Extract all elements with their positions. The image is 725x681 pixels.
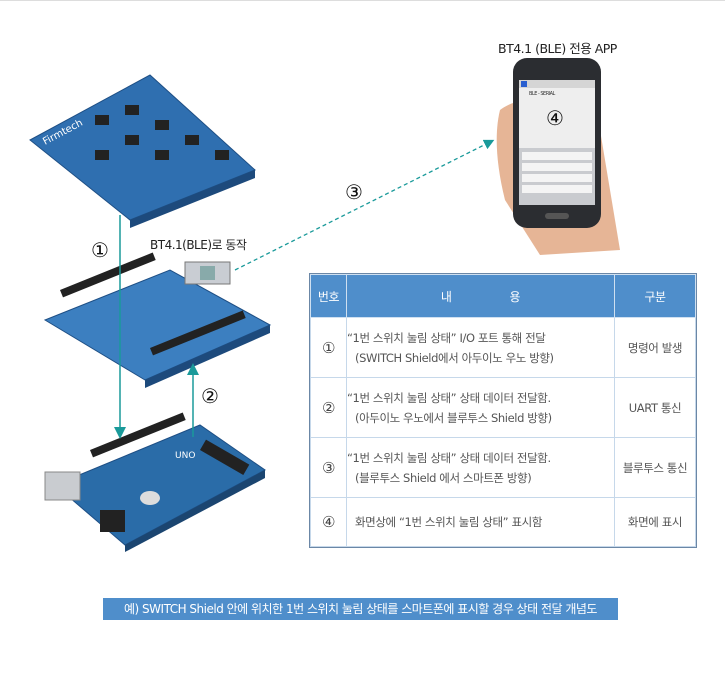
step4-marker: ④ bbox=[546, 106, 564, 130]
row-number: ③ bbox=[310, 437, 347, 498]
row-number: ① bbox=[310, 317, 347, 378]
row-category: 명령어 발생 bbox=[614, 317, 696, 378]
step2-marker: ② bbox=[201, 384, 219, 408]
desc-line2: (블루투스 Shield 에서 스마트폰 방향) bbox=[355, 470, 532, 485]
header-content: 내 용 bbox=[346, 274, 615, 318]
table-row: ③ “1번 스위치 눌림 상태” 상태 데이터 전달함. (블루투스 Shield… bbox=[310, 437, 696, 498]
top-divider bbox=[0, 0, 725, 1]
row-description: “1번 스위치 눌림 상태” I/O 포트 통해 전달 (SWITCH Shiel… bbox=[346, 317, 615, 378]
row-description: “1번 스위치 눌림 상태” 상태 데이터 전달함. (블루투스 Shield 에… bbox=[346, 437, 615, 498]
desc-line1: “1번 스위치 눌림 상태” I/O 포트 통해 전달 bbox=[347, 330, 546, 345]
row-number: ② bbox=[310, 377, 347, 438]
step1-marker: ① bbox=[91, 238, 109, 262]
table-row: ② “1번 스위치 눌림 상태” 상태 데이터 전달함. (아두이노 우노에서 블… bbox=[310, 377, 696, 438]
phone-app-header: BLE - SERIAL bbox=[529, 91, 555, 97]
switch-shield-board: Firmtech bbox=[29, 74, 256, 228]
diagram-graphics: Firmtech UNO bbox=[29, 58, 620, 552]
diagram-caption: 예) SWITCH Shield 안에 위치한 1번 스위치 눌림 상태를 스마… bbox=[103, 598, 618, 620]
row-description: “1번 스위치 눌림 상태” 상태 데이터 전달함. (아두이노 우노에서 블루투… bbox=[346, 377, 615, 438]
ble-operation-label: BT4.1(BLE)로 동작 bbox=[150, 238, 247, 252]
desc-line1: “1번 스위치 눌림 상태” 상태 데이터 전달함. bbox=[347, 390, 551, 405]
table-row: ④ 화면상에 “1번 스위치 눌림 상태” 표시함 화면에 표시 bbox=[310, 497, 696, 547]
table-row: ① “1번 스위치 눌림 상태” I/O 포트 통해 전달 (SWITCH Shi… bbox=[310, 317, 696, 378]
step3-marker: ③ bbox=[345, 180, 363, 204]
step-table: 번호 내 용 구분 ① “1번 스위치 눌림 상태” I/O 포트 통해 전달 (… bbox=[309, 273, 697, 548]
header-number: 번호 bbox=[310, 274, 347, 318]
row-description: 화면상에 “1번 스위치 눌림 상태” 표시함 bbox=[346, 497, 615, 547]
header-category: 구분 bbox=[614, 274, 696, 318]
row-category: 블루투스 통신 bbox=[614, 437, 696, 498]
desc-line1: “1번 스위치 눌림 상태” 상태 데이터 전달함. bbox=[347, 450, 551, 465]
desc-line2: (아두이노 우노에서 블루투스 Shield 방향) bbox=[355, 410, 552, 425]
row-category: 화면에 표시 bbox=[614, 497, 696, 547]
arduino-brand-text: UNO bbox=[175, 451, 195, 461]
arduino-uno-board: UNO bbox=[44, 412, 266, 552]
desc-line2: (SWITCH Shield에서 아두이노 우노 방향) bbox=[355, 350, 554, 365]
arrow-step3 bbox=[234, 139, 495, 271]
smartphone-in-hand bbox=[496, 58, 620, 256]
row-number: ④ bbox=[310, 497, 347, 547]
bluetooth-shield-board bbox=[43, 252, 272, 388]
row-category: UART 통신 bbox=[614, 377, 696, 438]
app-title: BT4.1 (BLE) 전용 APP bbox=[498, 41, 617, 56]
table-header-row: 번호 내 용 구분 bbox=[310, 274, 696, 318]
